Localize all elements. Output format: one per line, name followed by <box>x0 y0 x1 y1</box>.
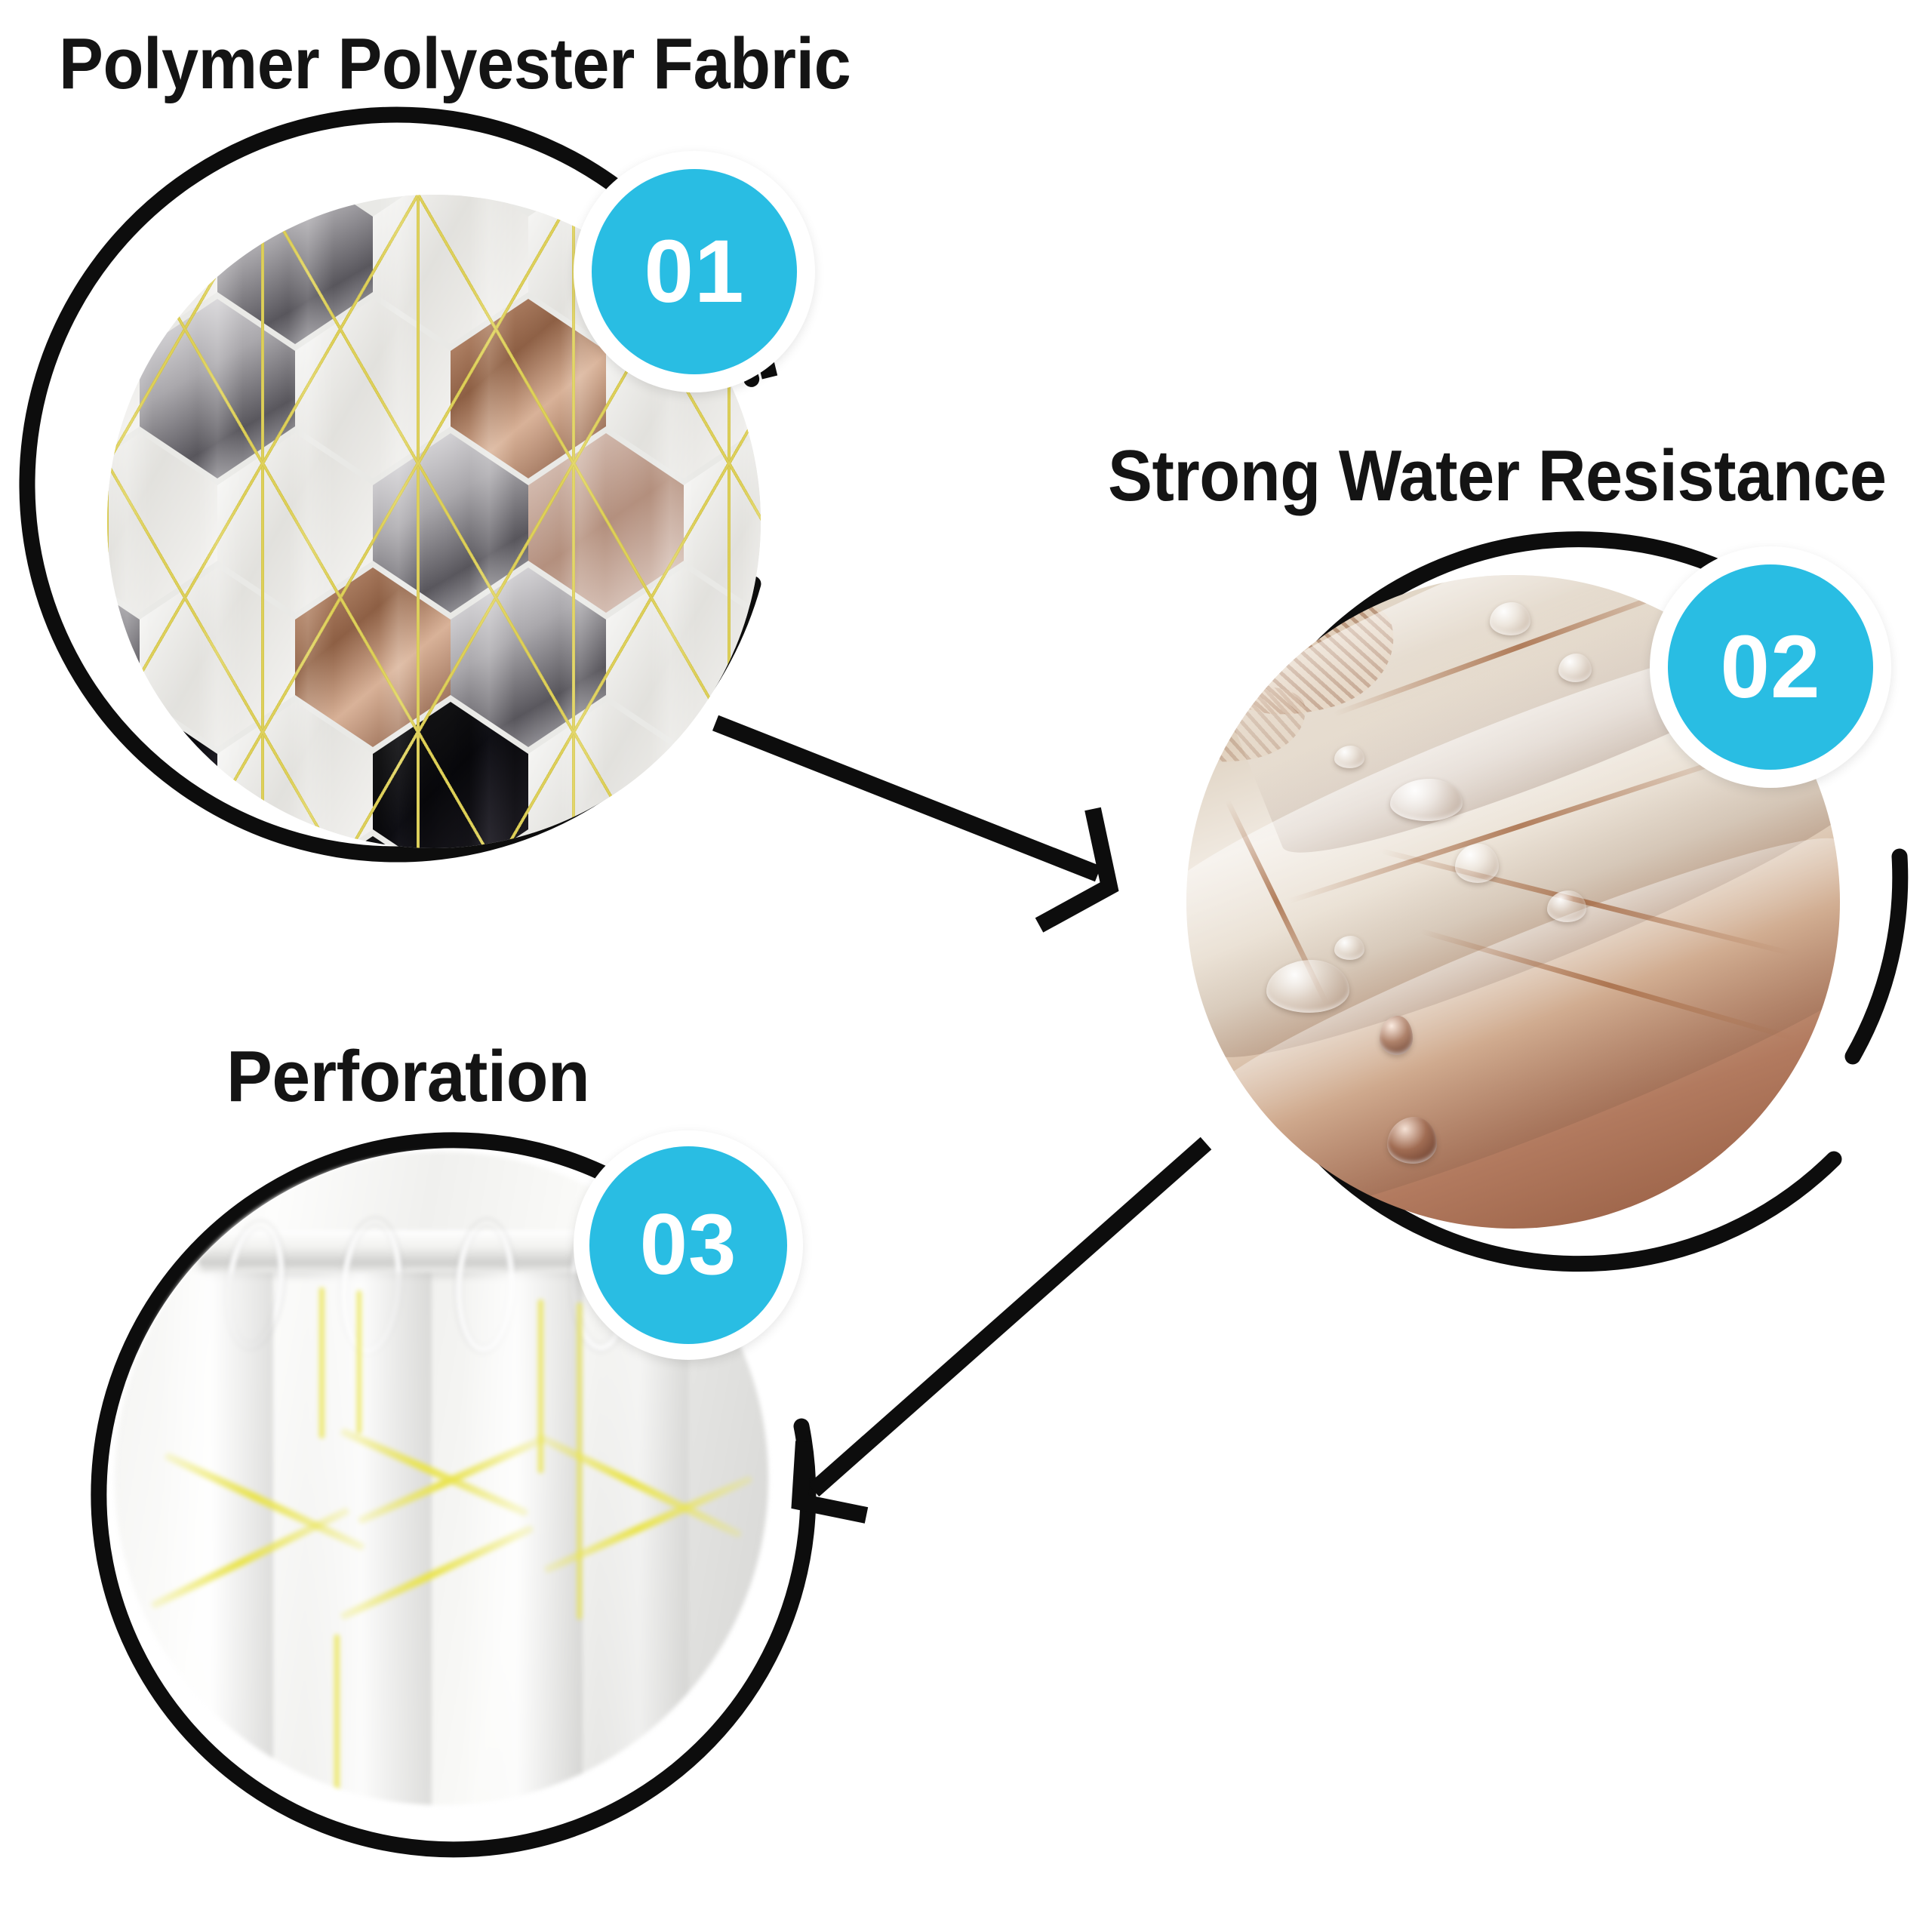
feature-node-strong-water-resistance[interactable]: 02 <box>1170 528 1932 1290</box>
water-droplet <box>1387 1117 1437 1164</box>
water-droplet <box>1266 960 1349 1013</box>
water-droplet <box>1455 844 1499 883</box>
water-droplet <box>1390 779 1463 821</box>
step-badge-02[interactable]: 02 <box>1650 546 1891 788</box>
connector-arrow-02-to-03 <box>791 1136 1212 1524</box>
water-droplet <box>1558 654 1592 682</box>
step-badge-01[interactable]: 01 <box>574 151 815 392</box>
water-droplet <box>1334 936 1364 960</box>
feature-node-polymer-polyester-fabric[interactable]: 01 <box>19 106 815 890</box>
curtain-fold <box>160 1272 273 1805</box>
feature-ring-outline-03 <box>91 1132 817 1858</box>
water-droplet <box>1547 890 1586 922</box>
curtain-fold <box>462 1272 583 1805</box>
water-droplet <box>1334 746 1364 768</box>
step-badge-03-number: 03 <box>589 1146 787 1344</box>
feature-photo-water-repellent-fabric <box>1186 575 1840 1229</box>
feature-title-perforation: Perforation <box>226 1036 590 1117</box>
step-badge-03[interactable]: 03 <box>574 1130 803 1360</box>
feature-node-perforation[interactable]: 03 <box>75 1124 817 1858</box>
water-droplet <box>1380 1016 1413 1055</box>
water-droplet <box>1490 602 1531 635</box>
feature-title-polymer-polyester-fabric: Polymer Polyester Fabric <box>59 23 851 104</box>
step-badge-02-number: 02 <box>1668 564 1873 770</box>
step-badge-01-number: 01 <box>592 169 797 374</box>
curtain-yellow-pattern <box>115 1152 768 1805</box>
feature-title-strong-water-resistance: Strong Water Resistance <box>1108 435 1887 516</box>
connector-arrow-01-to-02 <box>712 715 1119 933</box>
